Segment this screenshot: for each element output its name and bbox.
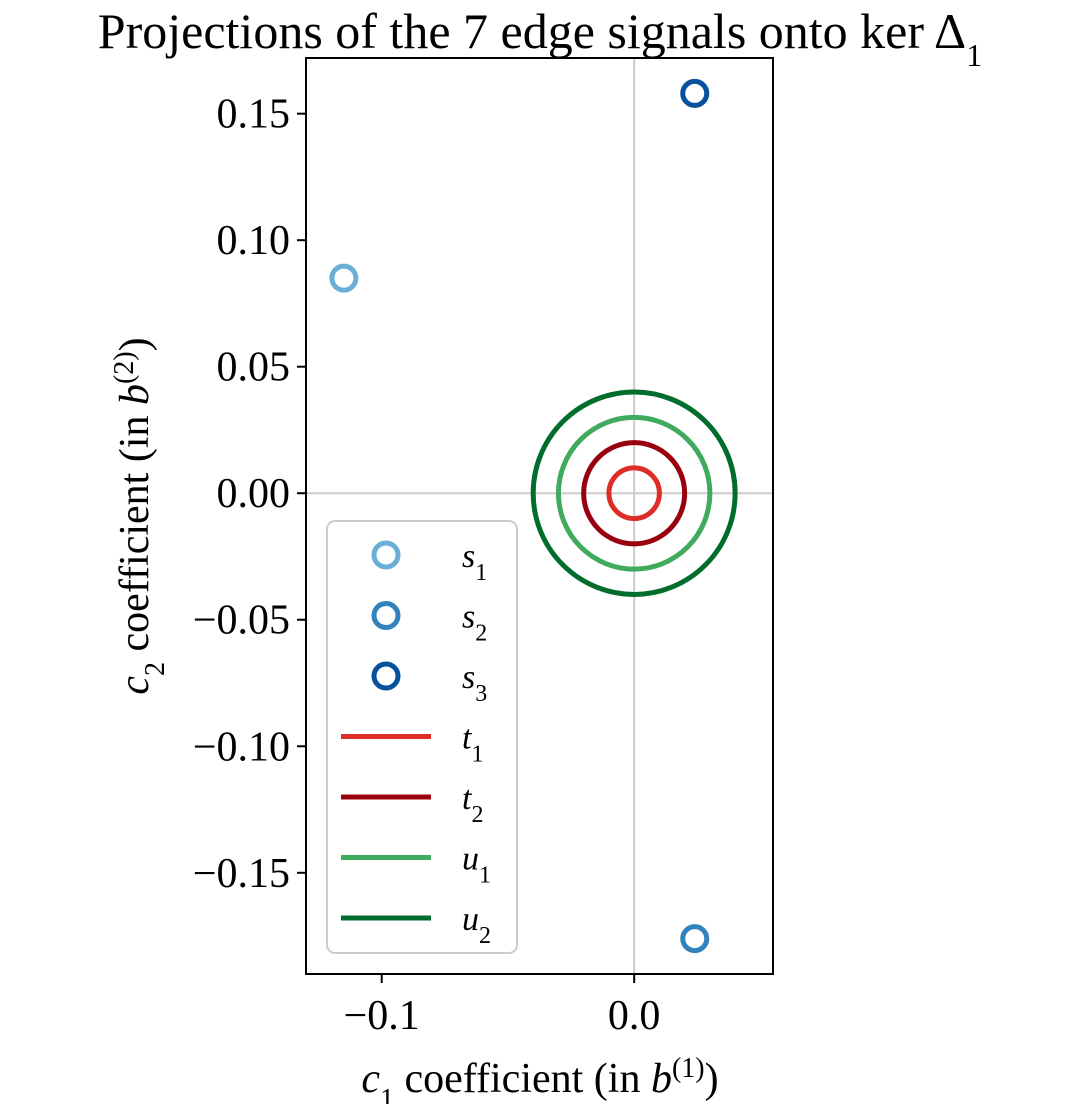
y-axis-label: c2 coefficient (in b(2)) bbox=[109, 337, 171, 694]
y-axis-ticks: 0.15 0.10 0.05 0.00 −0.05 −0.10 −0.15 bbox=[193, 92, 306, 897]
legend-marker-s2 bbox=[371, 601, 401, 630]
y-tick-label: 0.05 bbox=[217, 345, 291, 391]
legend-marker-s1 bbox=[371, 540, 401, 570]
legend-label-s2: s2 bbox=[462, 599, 487, 647]
x-axis-label: c1 coefficient (in b(1)) bbox=[361, 1053, 718, 1104]
point-s1 bbox=[329, 263, 359, 293]
legend-label-t1: t1 bbox=[462, 720, 483, 768]
plot-frame bbox=[305, 57, 774, 975]
legend-label-u1: u1 bbox=[462, 841, 491, 889]
legend-label-u2: u2 bbox=[462, 901, 491, 949]
marker-series bbox=[329, 78, 710, 954]
x-tick-label: 0.0 bbox=[608, 993, 661, 1039]
circle-series bbox=[530, 389, 738, 597]
circle-t1 bbox=[606, 465, 662, 522]
legend: s1 s2 s3 t1 t2 u1 u2 bbox=[326, 520, 518, 954]
y-tick-label: −0.10 bbox=[193, 724, 290, 770]
x-axis-ticks: −0.1 0.0 bbox=[344, 974, 661, 1039]
y-tick-label: −0.05 bbox=[193, 598, 290, 644]
y-tick-label: 0.00 bbox=[217, 471, 291, 517]
y-tick-label: 0.15 bbox=[217, 92, 291, 138]
legend-label-t2: t2 bbox=[462, 780, 483, 828]
circle-t2 bbox=[581, 440, 688, 547]
legend-marker-s3 bbox=[371, 661, 401, 691]
chart-title: Projections of the 7 edge signals onto k… bbox=[98, 3, 982, 73]
legend-label-s1: s1 bbox=[462, 538, 487, 586]
y-tick-label: −0.15 bbox=[193, 851, 290, 897]
y-tick-label: 0.10 bbox=[217, 218, 291, 264]
legend-label-s3: s3 bbox=[462, 659, 487, 707]
circle-u2 bbox=[530, 389, 738, 597]
reference-lines bbox=[306, 58, 773, 974]
x-tick-label: −0.1 bbox=[344, 993, 420, 1039]
point-s3 bbox=[680, 78, 710, 108]
point-s2 bbox=[680, 924, 710, 954]
circle-u1 bbox=[555, 414, 713, 572]
